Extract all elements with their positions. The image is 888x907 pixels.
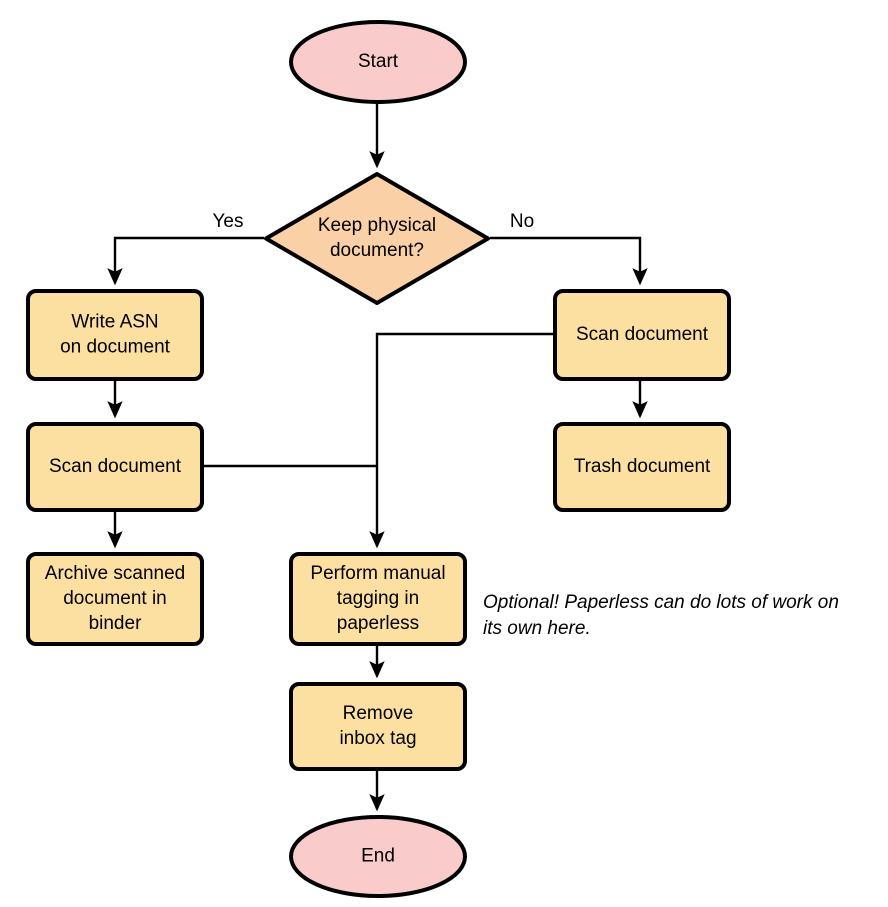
node-label: tagging in <box>337 588 419 609</box>
node-label: paperless <box>337 613 419 634</box>
node-trash[interactable]: Trash document <box>553 422 731 512</box>
node-label: Scan document <box>576 324 709 345</box>
node-label: Trash document <box>574 456 711 477</box>
node-label: Write ASN <box>71 312 158 333</box>
node-label: Archive scanned <box>45 563 185 584</box>
node-archive-binder[interactable]: Archive scanned document in binder <box>26 552 204 646</box>
process-shape[interactable] <box>26 422 204 512</box>
node-manual-tagging[interactable]: Perform manual tagging in paperless <box>289 552 467 646</box>
process-shape[interactable] <box>289 552 467 646</box>
edge-decision-yes-to-write-asn: Yes <box>107 211 264 286</box>
node-label: binder <box>89 613 142 634</box>
terminator-shape[interactable] <box>289 20 467 104</box>
node-label: Start <box>358 51 399 72</box>
edge-line <box>107 236 264 286</box>
annotation-optional-note: Optional! Paperless can do lots of work … <box>483 592 839 639</box>
node-end[interactable]: End <box>289 815 467 898</box>
decision-shape[interactable] <box>264 172 490 305</box>
node-write-asn[interactable]: Write ASN on document <box>26 289 204 381</box>
node-label: document? <box>330 240 424 261</box>
process-shape[interactable] <box>553 289 731 381</box>
process-shape[interactable] <box>26 289 204 381</box>
node-scan-left[interactable]: Scan document <box>26 422 204 512</box>
node-scan-right[interactable]: Scan document <box>553 289 731 381</box>
node-label: Perform manual <box>310 563 445 584</box>
node-label: Keep physical <box>318 215 436 236</box>
node-remove-inbox[interactable]: Remove inbox tag <box>289 682 467 771</box>
edge-line <box>369 332 553 549</box>
annotations-layer: Optional! Paperless can do lots of work … <box>483 592 839 639</box>
node-label: End <box>361 846 395 867</box>
edge-scan-right-to-manual-tagging <box>369 332 553 549</box>
edge-decision-no-to-scan-right: No <box>490 211 648 286</box>
edge-line <box>490 236 648 286</box>
process-shape[interactable] <box>553 422 731 512</box>
process-shape[interactable] <box>26 552 204 646</box>
terminator-shape[interactable] <box>289 815 467 898</box>
node-label: Remove <box>343 703 414 724</box>
node-label: on document <box>60 337 171 358</box>
node-label: Scan document <box>49 456 182 477</box>
annotation-line: Optional! Paperless can do lots of work … <box>483 592 839 613</box>
node-label: inbox tag <box>339 728 416 749</box>
node-start[interactable]: Start <box>289 20 467 104</box>
edge-label-decision-no-to-scan-right: No <box>510 211 534 232</box>
node-decision[interactable]: Keep physical document? <box>264 172 490 305</box>
edge-label-decision-yes-to-write-asn: Yes <box>213 211 244 232</box>
process-shape[interactable] <box>289 682 467 771</box>
annotation-line: its own here. <box>483 618 591 639</box>
edges-layer: Yes No <box>107 104 648 812</box>
node-label: document in <box>63 588 167 609</box>
